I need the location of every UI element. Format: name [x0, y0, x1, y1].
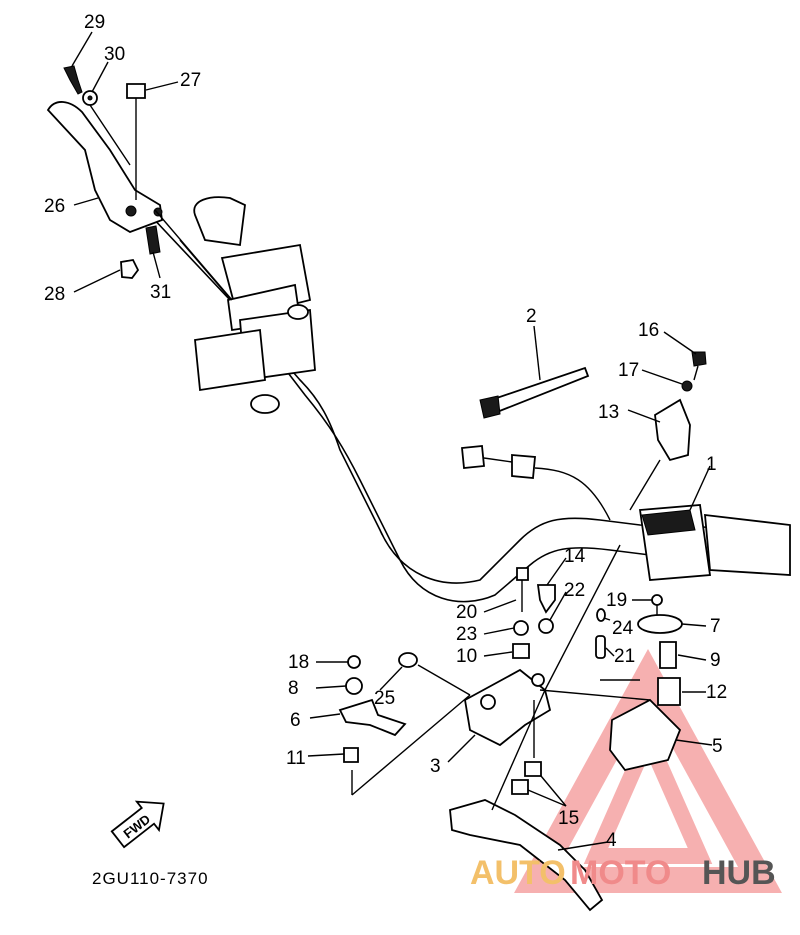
nuts-15	[511, 761, 542, 795]
part-label: 1	[706, 454, 717, 475]
part-label: 26	[44, 196, 65, 217]
bolt-29	[63, 65, 83, 95]
bolt-16	[691, 351, 707, 381]
part-label: 23	[456, 624, 477, 645]
part-label: 25	[374, 688, 395, 709]
nut-11	[343, 747, 359, 763]
part-label: 31	[150, 282, 171, 303]
bolt-14	[536, 584, 556, 614]
part-label: 18	[288, 652, 309, 673]
part-label: 5	[712, 736, 723, 757]
spring-31	[145, 225, 161, 255]
watermark-text: AUTO MOTO HUB	[470, 854, 776, 892]
guide-lines	[89, 104, 661, 811]
part-label: 28	[44, 284, 65, 305]
part-label: 6	[290, 710, 301, 731]
nut-28	[120, 259, 140, 279]
part-label: 9	[710, 650, 721, 671]
washer-30	[82, 90, 98, 106]
switch-assembly	[638, 504, 791, 581]
part-label: 14	[564, 546, 586, 567]
bracket-6	[338, 698, 407, 737]
right-lever	[449, 799, 604, 912]
holder-13	[654, 398, 691, 462]
nut-10	[512, 643, 530, 659]
holder-3	[464, 668, 552, 747]
screw-18	[347, 655, 361, 669]
wire-connector	[461, 445, 611, 521]
part-label: 24	[612, 618, 634, 639]
part-label: 7	[710, 616, 721, 637]
part-label: 4	[606, 830, 617, 851]
part-label: 27	[180, 70, 201, 91]
part-label: 13	[598, 402, 619, 423]
washer-8	[345, 677, 363, 695]
part-label: 29	[84, 12, 105, 33]
watermark-part3: HUB	[702, 854, 776, 892]
part-label: 8	[288, 678, 299, 699]
part-label: 19	[606, 590, 627, 611]
watermark-part1: AUTO	[470, 854, 566, 892]
part-label: 2	[526, 306, 537, 327]
washer-17	[681, 380, 693, 392]
fwd-arrow-icon: FWD	[110, 800, 165, 849]
washer-22	[538, 618, 554, 634]
part-label: 3	[430, 756, 441, 777]
watermark-logo	[514, 648, 782, 893]
pivot-bolt-27	[126, 83, 146, 122]
part-label: 30	[104, 44, 125, 65]
spring-12	[657, 677, 681, 706]
left-lever	[46, 101, 163, 233]
cap-25	[398, 652, 418, 668]
part-label: 22	[564, 580, 585, 601]
part-label: 11	[286, 748, 306, 769]
plunger-9	[659, 641, 677, 669]
cable-tie	[479, 366, 590, 419]
part-label: 15	[558, 808, 579, 829]
part-label: 16	[638, 320, 659, 341]
part-label: 20	[456, 602, 477, 623]
part-label: 12	[706, 682, 727, 703]
diagram-code: 2GU110-7370	[92, 869, 209, 888]
handlebar	[149, 214, 791, 603]
pin-21	[595, 635, 606, 659]
master-cylinder	[193, 196, 316, 414]
part-label: 10	[456, 646, 477, 667]
bolt-20	[516, 567, 529, 612]
plate-7	[637, 614, 683, 634]
part-label: 17	[618, 360, 639, 381]
washer-23	[513, 620, 529, 636]
leader-lines	[71, 31, 713, 851]
part-label: 21	[614, 646, 635, 667]
part-labels: 29 30 27 26 28 31 2 16 17 13 1 14 22 20 …	[44, 12, 727, 851]
pin-24	[596, 608, 606, 622]
watermark-part2: MOTO	[570, 854, 671, 892]
